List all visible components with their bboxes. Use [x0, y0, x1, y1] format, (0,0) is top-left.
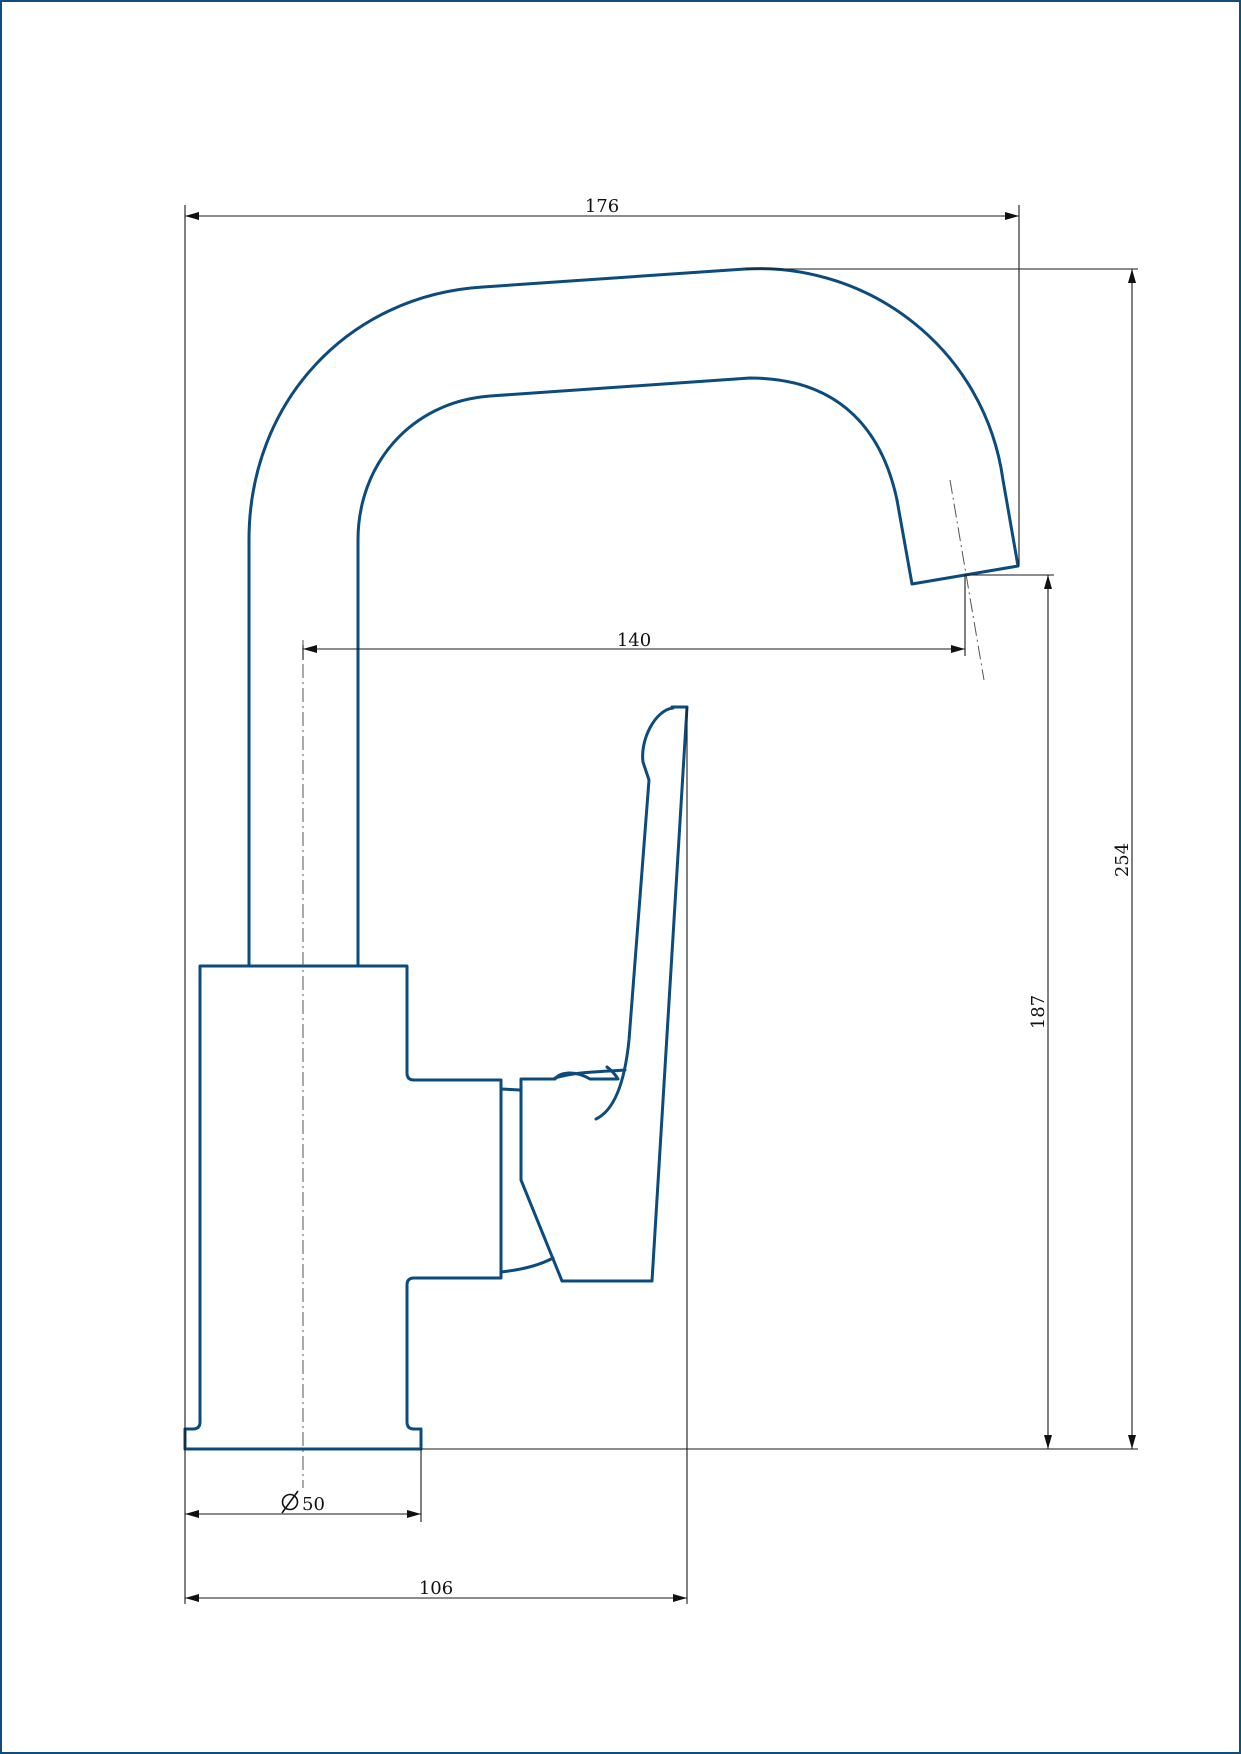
spout-inner-edge — [356, 376, 899, 967]
dimension-spout-height-label: 187 — [1028, 995, 1049, 1029]
dimension-spout-reach-label: 140 — [617, 630, 651, 651]
dimension-handle-width: 106 — [184, 707, 688, 1604]
mixer-body — [183, 964, 503, 1451]
dimension-total-width-label: 176 — [585, 196, 619, 217]
dimension-handle-width-label: 106 — [419, 1578, 453, 1599]
dimension-base-diameter: 50 — [185, 1449, 422, 1522]
lever-collar — [519, 1065, 627, 1081]
dimension-total-height-label: 254 — [1112, 843, 1133, 877]
spout-axis-line — [949, 479, 985, 681]
faucet-outline — [183, 267, 1020, 1451]
spout-tip — [895, 498, 1020, 586]
dimension-spout-height: 187 — [965, 574, 1054, 1449]
dimension-base-diameter-label: 50 — [302, 1494, 325, 1515]
dimension-total-width: 176 — [184, 196, 1020, 1449]
center-lines — [302, 479, 985, 1488]
dimension-spout-reach: 140 — [302, 575, 966, 660]
dimension-total-height: 254 — [421, 268, 1138, 1450]
diameter-symbol — [281, 1490, 299, 1514]
lever-handle — [519, 705, 689, 1283]
spout-outer-edge — [247, 267, 1020, 967]
cartridge-neck — [499, 1087, 555, 1274]
